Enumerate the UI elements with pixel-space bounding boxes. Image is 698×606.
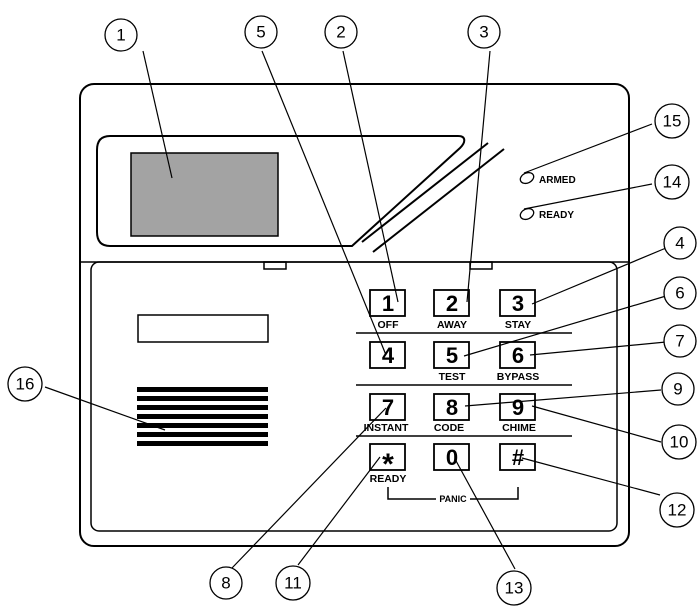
svg-text:7: 7 (382, 395, 394, 420)
key-1[interactable]: 1 (369, 289, 406, 317)
svg-text:2: 2 (446, 291, 458, 316)
decor-slash-2 (372, 148, 505, 253)
label-window (137, 314, 269, 343)
key-3-label: STAY (505, 319, 531, 331)
svg-text:10: 10 (670, 433, 689, 452)
svg-text:#: # (512, 445, 524, 470)
callout-5: 5 (244, 15, 278, 49)
seam-tab-left (263, 261, 287, 270)
callout-14: 14 (654, 164, 690, 200)
svg-text:9: 9 (512, 395, 524, 420)
svg-text:4: 4 (382, 343, 395, 368)
panic-bracket (387, 487, 519, 500)
keypad-housing (79, 83, 630, 547)
key-8[interactable]: 8 (433, 393, 470, 421)
callout-16: 16 (7, 366, 43, 402)
svg-text:0: 0 (446, 445, 458, 470)
callout-2: 2 (324, 15, 358, 49)
svg-text:3: 3 (479, 23, 488, 42)
ready-led (519, 207, 535, 221)
callout-8: 8 (209, 566, 243, 600)
speaker-grille (137, 387, 268, 446)
key-3[interactable]: 3 (499, 289, 536, 317)
ready-label: READY (539, 210, 574, 221)
armed-led (519, 171, 535, 185)
seam-tab-right (469, 261, 493, 270)
key-2-label: AWAY (437, 319, 467, 331)
callout-9: 9 (661, 372, 695, 406)
callout-10: 10 (661, 424, 697, 460)
key-star[interactable]: * (369, 443, 406, 481)
callout-6: 6 (663, 276, 697, 310)
svg-text:14: 14 (663, 173, 682, 192)
callout-4: 4 (663, 226, 697, 260)
svg-text:8: 8 (221, 574, 230, 593)
callout-1: 1 (104, 18, 138, 52)
callout-15: 15 (654, 103, 690, 139)
svg-text:15: 15 (663, 112, 682, 131)
svg-text:6: 6 (512, 343, 524, 368)
callout-3: 3 (467, 15, 501, 49)
callout-12: 12 (659, 492, 695, 528)
key-7-label: INSTANT (364, 422, 409, 434)
leader-lines (44, 50, 667, 570)
svg-text:11: 11 (284, 574, 302, 593)
svg-text:6: 6 (675, 284, 684, 303)
svg-text:*: * (382, 448, 394, 481)
key-9[interactable]: 9 (499, 393, 536, 421)
key-star-label: READY (370, 473, 407, 485)
key-5[interactable]: 5 (433, 341, 470, 369)
svg-text:4: 4 (675, 234, 684, 253)
svg-text:2: 2 (336, 23, 345, 42)
key-2[interactable]: 2 (433, 289, 470, 317)
key-0[interactable]: 0 (433, 443, 470, 471)
key-6[interactable]: 6 (499, 341, 536, 369)
svg-text:5: 5 (256, 23, 265, 42)
svg-text:13: 13 (505, 579, 524, 598)
svg-text:8: 8 (446, 395, 458, 420)
callout-11: 11 (275, 565, 311, 601)
key-4[interactable]: 4 (369, 341, 406, 369)
svg-text:1: 1 (116, 26, 125, 45)
callout-13: 13 (496, 570, 532, 606)
svg-text:1: 1 (382, 291, 394, 316)
svg-text:9: 9 (673, 380, 682, 399)
key-1-label: OFF (378, 319, 400, 331)
key-5-label: TEST (439, 371, 466, 383)
armed-label: ARMED (539, 175, 576, 186)
decor-slash-1 (361, 142, 489, 243)
display-window-frame (96, 135, 466, 247)
lcd-display (130, 152, 279, 237)
svg-text:7: 7 (675, 332, 684, 351)
key-9-label: CHIME (502, 422, 536, 434)
svg-text:16: 16 (16, 375, 35, 394)
callout-7: 7 (663, 324, 697, 358)
panic-label: PANIC (439, 494, 467, 504)
svg-text:12: 12 (668, 501, 687, 520)
svg-text:3: 3 (512, 291, 524, 316)
svg-text:5: 5 (446, 343, 458, 368)
key-7[interactable]: 7 (369, 393, 406, 421)
key-8-label: CODE (434, 422, 464, 434)
key-hash[interactable]: # (499, 443, 536, 471)
key-6-label: BYPASS (497, 371, 539, 383)
